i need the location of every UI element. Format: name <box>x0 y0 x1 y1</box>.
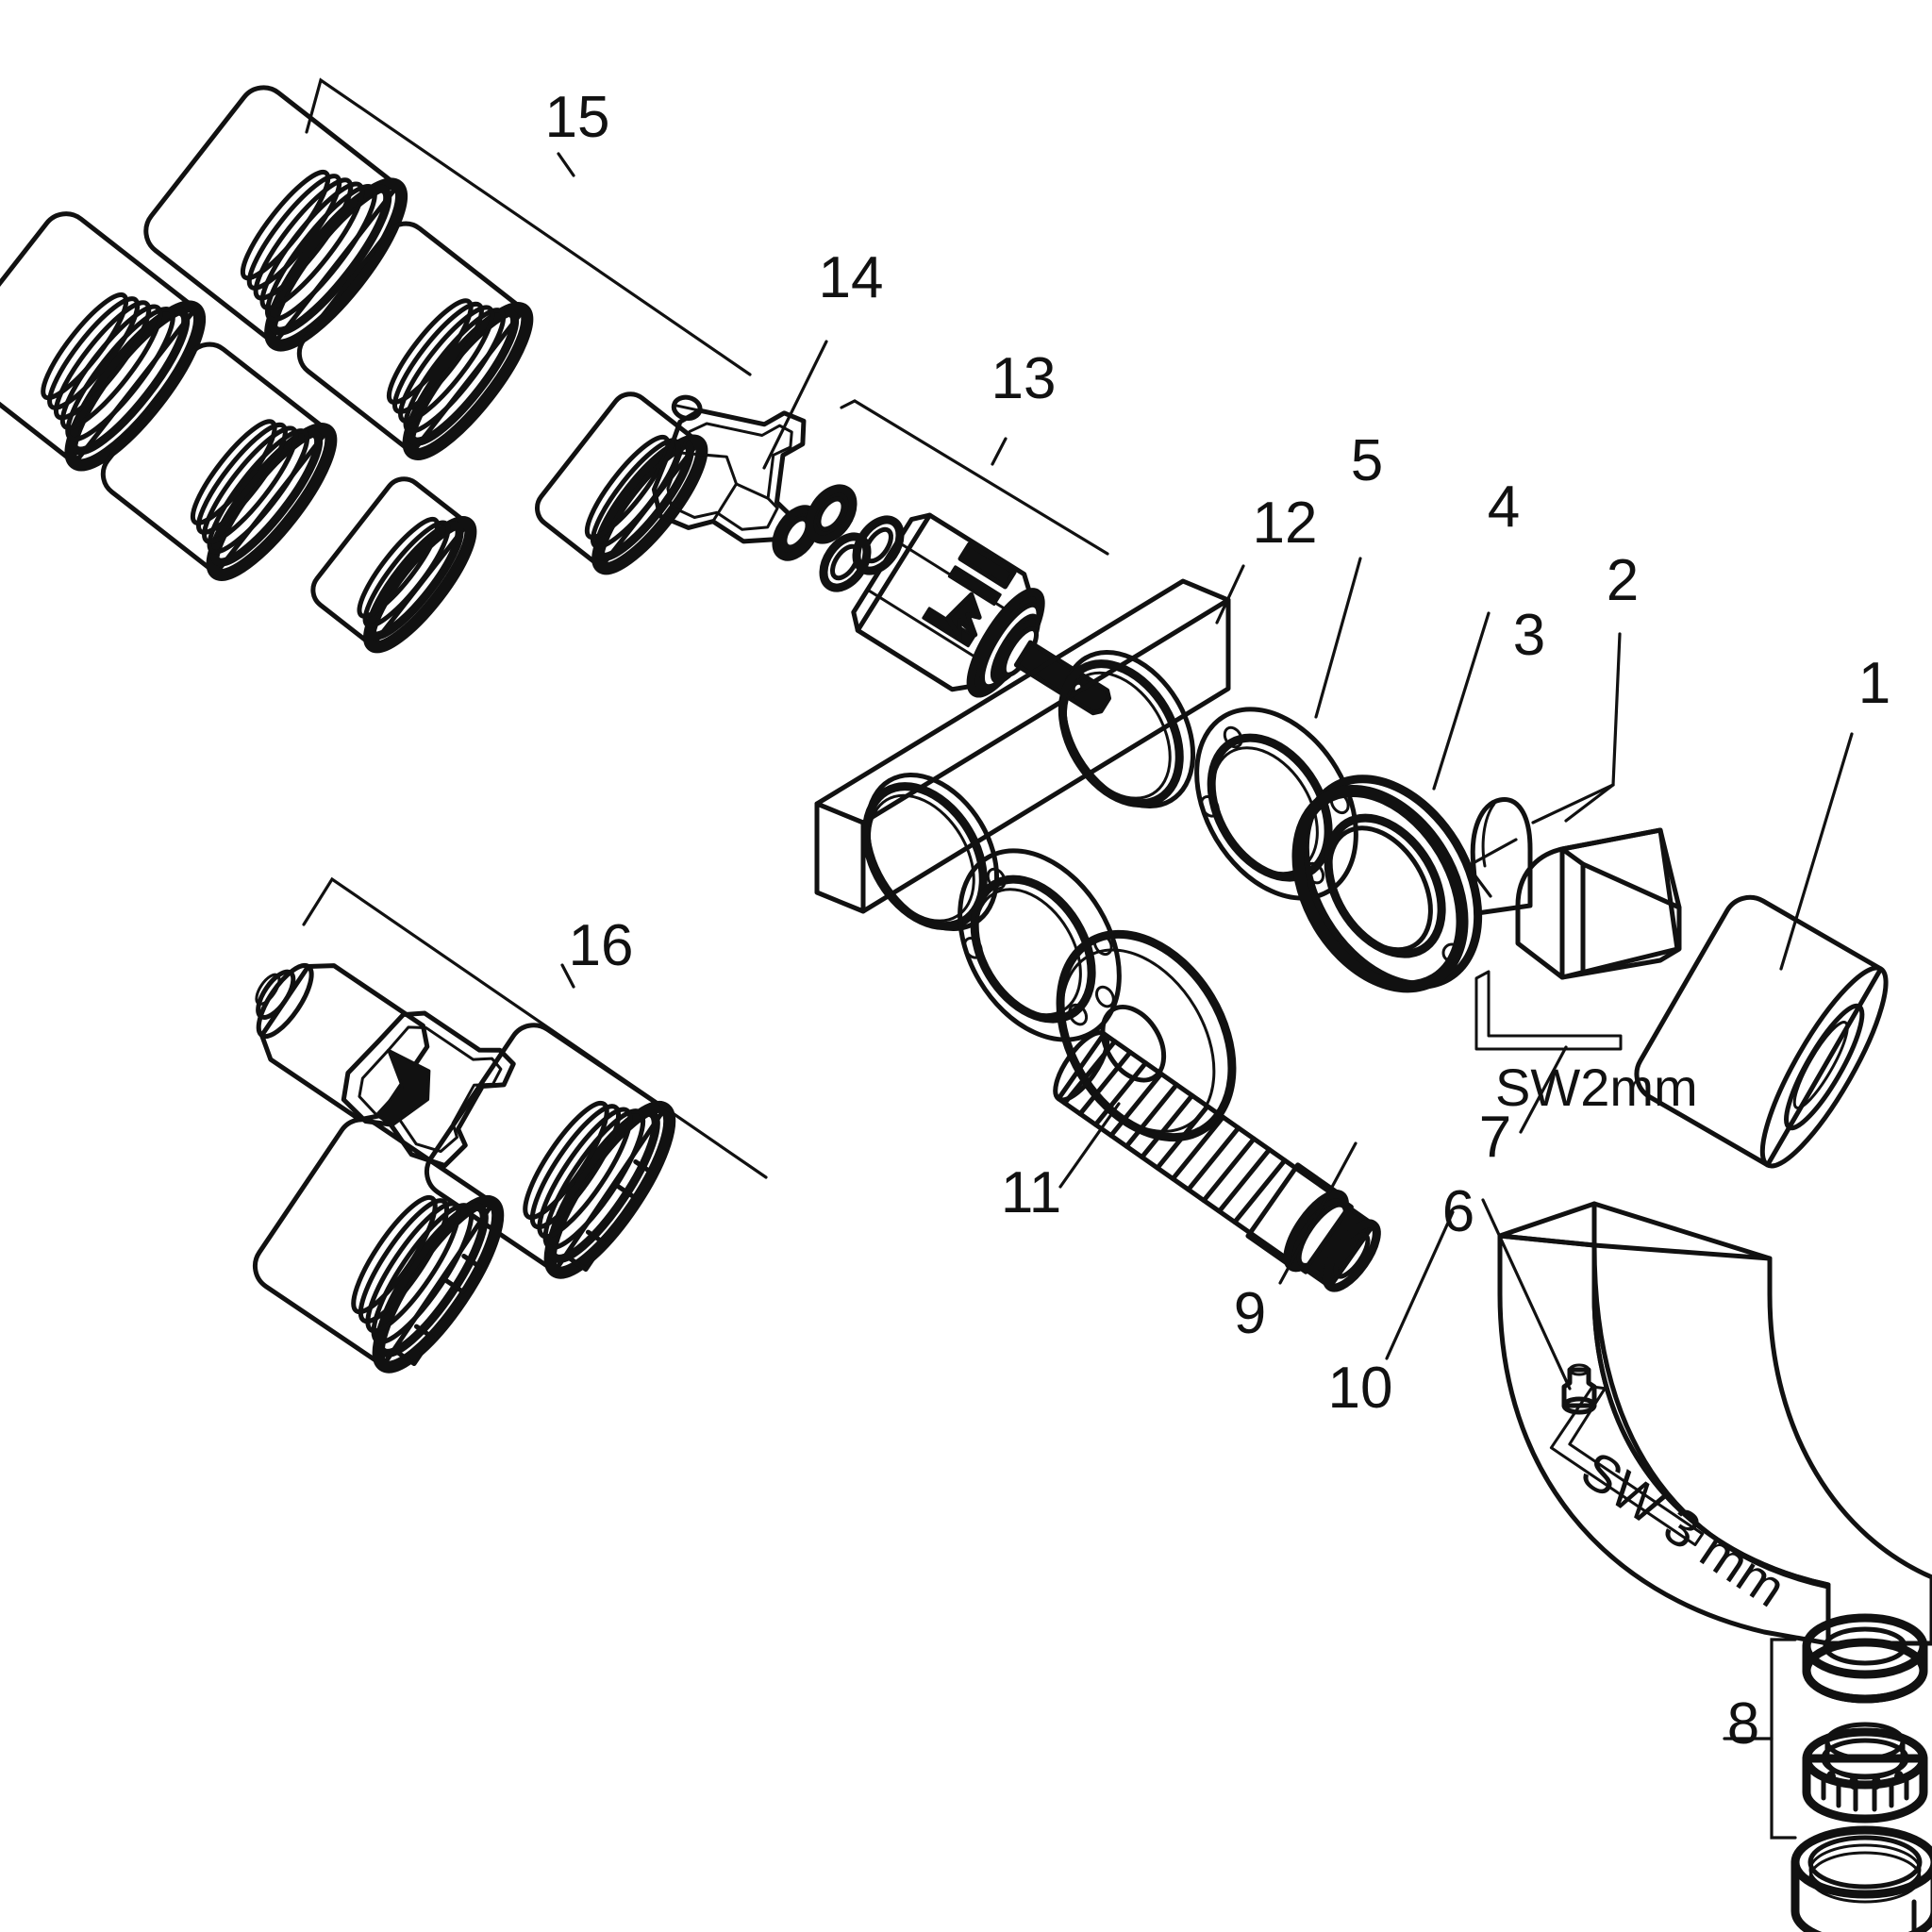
part-1-handle-sleeve <box>1634 894 1889 1169</box>
tool-allen-key-3mm <box>1549 1385 1705 1547</box>
spacer-ring <box>852 515 905 575</box>
part-8-aerator-assembly <box>1723 1613 1932 1932</box>
callout-16: 16 <box>569 913 634 978</box>
callout-14: 14 <box>819 245 884 310</box>
threaded-sleeve <box>0 211 207 472</box>
callout-15: 15 <box>545 85 610 150</box>
extension-cartridge-clip <box>255 962 516 1169</box>
leader-13 <box>840 399 1109 556</box>
callout-7: 7 <box>1479 1105 1511 1170</box>
callout-11: 11 <box>1001 1160 1061 1225</box>
threaded-ring <box>310 476 477 654</box>
part-13-cartridge-seals <box>772 484 1112 716</box>
callout-layer: 1 2 3 4 5 6 7 8 9 10 11 12 13 14 15 16 <box>545 85 1891 1757</box>
threaded-sleeve <box>252 1117 505 1374</box>
callout-6: 6 <box>1442 1179 1474 1244</box>
leader-16 <box>302 876 768 1179</box>
tool-allen-key-2mm <box>1474 970 1623 1051</box>
callout-12: 12 <box>1253 491 1318 556</box>
threaded-sleeve <box>143 85 408 352</box>
leader-2 <box>1531 632 1622 824</box>
leader-5 <box>1314 557 1362 719</box>
cartridge-body <box>851 512 1112 716</box>
part-4-escutcheon-plate <box>1291 774 1483 993</box>
leader-15 <box>305 77 752 376</box>
part-12-wall-plate <box>814 578 1231 932</box>
callout-10: 10 <box>1328 1356 1393 1421</box>
part-group-15-extension-set <box>0 85 708 654</box>
leader-12 <box>1215 564 1245 625</box>
leader-11 <box>1058 1102 1121 1189</box>
aerator-gasket <box>1802 1613 1928 1704</box>
tool-label-sw2mm: SW2mm <box>1495 1058 1698 1117</box>
callout-13: 13 <box>991 346 1057 411</box>
callout-2: 2 <box>1607 548 1639 613</box>
callout-4: 4 <box>1488 475 1520 540</box>
callout-3: 3 <box>1513 603 1545 668</box>
callout-5: 5 <box>1351 428 1383 493</box>
callout-8: 8 <box>1727 1691 1759 1757</box>
leader-4 <box>1432 611 1491 791</box>
leader-3 <box>1465 838 1518 898</box>
part-2-handle-lever <box>1441 827 1682 980</box>
leader-1 <box>1779 732 1854 971</box>
callout-1: 1 <box>1858 651 1890 716</box>
o-ring <box>805 484 858 544</box>
leader-6 <box>1481 1198 1572 1391</box>
aerator-insert <box>1802 1722 1928 1824</box>
leader-7 <box>1519 1045 1568 1134</box>
part-9-flexible-hose <box>1053 1030 1381 1292</box>
callout-9: 9 <box>1234 1281 1266 1346</box>
threaded-sleeve <box>100 341 338 581</box>
leader-10 <box>1385 1210 1455 1360</box>
leader-9 <box>1278 1141 1357 1285</box>
part-3-screw-cover <box>1470 796 1533 916</box>
threaded-sleeve <box>296 221 534 460</box>
leader-14 <box>762 340 828 470</box>
aerator-housing <box>1790 1825 1932 1932</box>
